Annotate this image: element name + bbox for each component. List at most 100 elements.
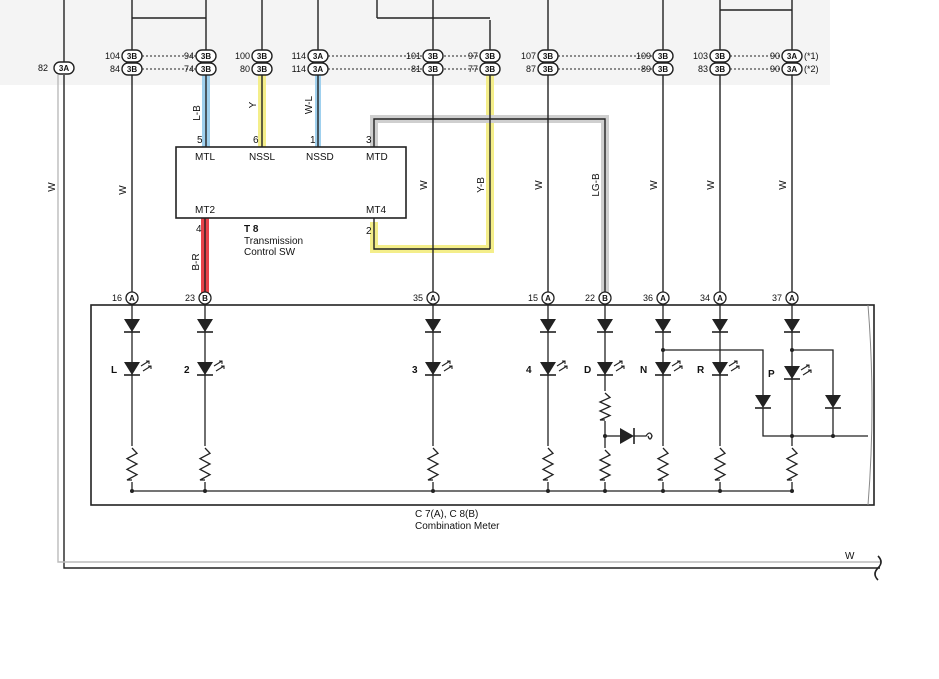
svg-text:35: 35 — [413, 293, 423, 303]
led-arrows — [441, 360, 453, 372]
wire-color-lgb: LG-B — [591, 173, 602, 197]
indicator-2: 2 — [184, 365, 190, 376]
svg-text:34: 34 — [700, 293, 710, 303]
wire-color-w: W — [118, 185, 129, 195]
indicator-labels: L 2 3 4 D N R P — [111, 365, 775, 380]
pin-number: 101 — [406, 51, 421, 61]
diode — [124, 319, 140, 332]
indicator-d: D — [584, 365, 591, 376]
meter-pin: A 35 — [413, 291, 440, 305]
conn-label: 3B — [257, 65, 267, 74]
svg-text:37: 37 — [772, 293, 782, 303]
meter-code: C 7(A), C 8(B) — [415, 509, 478, 520]
resistor — [198, 447, 212, 481]
indicator-p: P — [768, 369, 775, 380]
resistor-gap — [656, 446, 670, 482]
resistor — [598, 392, 612, 421]
led-arrows — [213, 360, 225, 372]
pin-number: 97 — [468, 51, 478, 61]
conn-label: 3A — [787, 52, 797, 61]
pin-number: 74 — [184, 64, 194, 74]
meter-pin: A 37 — [772, 291, 799, 305]
pin-number: 114 — [292, 64, 306, 74]
connector-badges — [53, 49, 803, 76]
resistor-gap — [426, 446, 440, 482]
diode — [597, 319, 613, 332]
svg-text:36: 36 — [643, 293, 653, 303]
led-arrows — [613, 360, 625, 372]
junction-dot — [790, 348, 794, 352]
meter-pin: A 16 — [112, 291, 139, 305]
svg-text:A: A — [660, 294, 666, 303]
led — [197, 362, 213, 375]
junction-dot — [203, 489, 207, 493]
wire-color-w: W — [534, 180, 545, 190]
conn-label: 3B — [485, 65, 495, 74]
wire-color-w: W — [778, 180, 789, 190]
splice-dashes — [142, 55, 782, 70]
terminal-mtl: MTL — [195, 152, 215, 163]
led — [597, 362, 613, 375]
wire-color-w: W — [706, 180, 717, 190]
indicator-3: 3 — [412, 365, 418, 376]
variant-note: (*2) — [804, 64, 819, 74]
pin-number: 103 — [693, 51, 708, 61]
junction-dot — [718, 489, 722, 493]
junction-dot — [661, 348, 665, 352]
conn-label: 3B — [543, 52, 553, 61]
wires — [57, 0, 882, 581]
pin-number: 83 — [698, 64, 708, 74]
diode — [197, 319, 213, 332]
extra-diodes — [620, 395, 841, 444]
conn-label: 3A — [313, 65, 323, 74]
indicator-r: R — [697, 365, 705, 376]
terminal-mt4: MT4 — [366, 205, 386, 216]
led — [425, 362, 441, 375]
led-arrows — [140, 360, 152, 372]
resistor — [426, 447, 440, 481]
resistor-gap — [198, 446, 212, 482]
meter-pin: A 15 — [528, 291, 555, 305]
resistor — [541, 447, 555, 481]
pin-number: 90 — [770, 64, 780, 74]
pin-number: 100 — [235, 51, 250, 61]
terminal-nssd: NSSD — [306, 152, 334, 163]
terminal-mtd: MTD — [366, 152, 388, 163]
pin-number: 77 — [468, 64, 478, 74]
diode — [712, 319, 728, 332]
resistor — [785, 447, 799, 481]
junction-dot — [603, 489, 607, 493]
conn-label: 3B — [201, 52, 211, 61]
led-arrows — [556, 360, 568, 372]
resistor-gap — [713, 446, 727, 482]
svg-text:A: A — [430, 294, 436, 303]
indicator-l: L — [111, 365, 117, 376]
diode — [425, 319, 441, 332]
svg-text:B: B — [202, 294, 208, 303]
conn-label: 3A — [787, 65, 797, 74]
pin-number: 114 — [292, 51, 306, 61]
resistor-gap — [785, 446, 799, 482]
led — [712, 362, 728, 375]
pin-numbers: 104 84 94 74 100 80 114 114 101 81 97 77… — [38, 51, 819, 74]
svg-text:A: A — [717, 294, 723, 303]
conn-label: 3B — [543, 65, 553, 74]
conn-label: 3A — [313, 52, 323, 61]
pin-2: 2 — [366, 226, 372, 237]
conn-label: 3B — [201, 65, 211, 74]
indicator-circuits — [124, 304, 835, 493]
switch-title-line1: Transmission — [244, 236, 303, 247]
pin-number: 80 — [240, 64, 250, 74]
conn-label: 3B — [127, 52, 137, 61]
led — [540, 362, 556, 375]
resistor-gap — [598, 448, 612, 482]
wire-color-y: Y — [248, 101, 259, 108]
led — [655, 362, 671, 375]
junction-dot — [546, 489, 550, 493]
resistor — [713, 447, 727, 481]
conn-label: 3B — [127, 65, 137, 74]
conn-label: 3B — [715, 52, 725, 61]
pin-number: 94 — [184, 51, 194, 61]
junction-dot — [790, 434, 794, 438]
